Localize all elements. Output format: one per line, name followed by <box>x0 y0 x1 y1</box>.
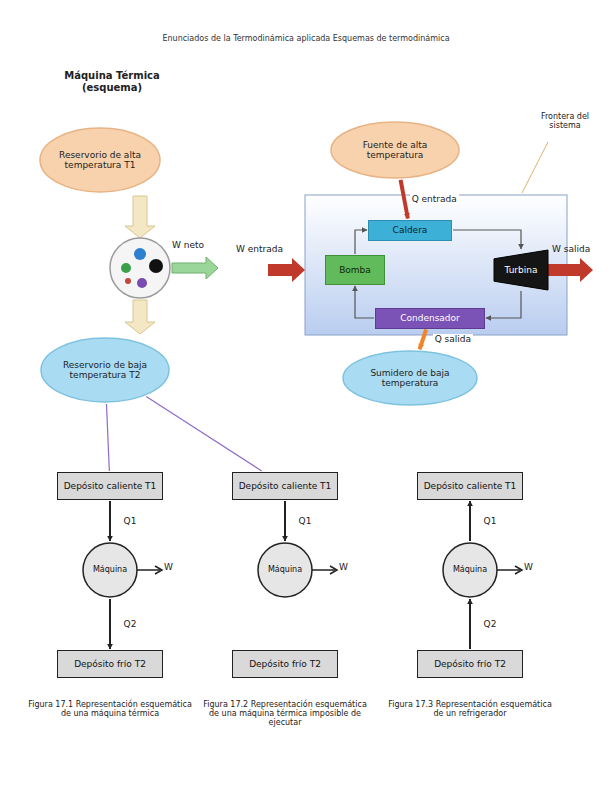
heat-reservoir-cloud: Reservorio de alta temperatura T1 <box>39 127 161 193</box>
work-label: W entrada <box>236 244 296 254</box>
heat-sink-cloud: Sumidero de baja temperatura <box>342 350 478 406</box>
node-text: Depósito caliente T1 <box>64 481 157 491</box>
engine-circle: Máquina <box>82 542 138 598</box>
heat-label: Q entrada <box>410 194 459 204</box>
connector <box>106 404 109 471</box>
node-text: Depósito frío T2 <box>249 659 321 669</box>
connector <box>420 330 427 350</box>
work-arrow <box>268 258 305 282</box>
connector <box>146 397 262 471</box>
node-text: Condensador <box>400 313 460 323</box>
node-text: Máquina <box>93 565 127 574</box>
pump-box: Bomba <box>325 255 385 285</box>
section-heading: Máquina Térmica (esquema) <box>52 70 172 93</box>
work-arrow <box>172 257 218 279</box>
system-boundary <box>305 195 567 335</box>
work-arrow <box>548 258 593 282</box>
cold-reservoir-box: Depósito frío T2 <box>232 650 338 678</box>
connector <box>284 501 286 541</box>
work-label: W <box>164 562 180 572</box>
node-text: Fuente de alta temperatura <box>348 140 442 161</box>
callout-label: Frontera del sistema <box>530 112 600 130</box>
connector <box>469 501 471 541</box>
heat-label: Q1 <box>122 516 139 526</box>
connector <box>109 501 111 541</box>
engine-circle: Máquina <box>257 542 313 598</box>
hot-reservoir-box: Depósito caliente T1 <box>57 472 163 500</box>
connector <box>401 180 408 219</box>
node-text: Máquina <box>453 565 487 574</box>
node-text: Bomba <box>339 265 371 275</box>
node-text: Máquina <box>268 565 302 574</box>
figure-caption: Figura 17.3 Representación esquemática d… <box>388 700 552 718</box>
figure-caption: Figura 17.1 Representación esquemática d… <box>28 700 192 718</box>
leader-line <box>522 142 548 193</box>
hot-reservoir-box: Depósito caliente T1 <box>417 472 523 500</box>
boiler-box: Caldera <box>368 220 452 241</box>
refrigerator-circle: Máquina <box>442 542 498 598</box>
connector <box>486 291 521 318</box>
work-label: W neto <box>172 240 222 250</box>
work-label: W <box>339 562 355 572</box>
heat-label: Q2 <box>482 619 499 629</box>
heat-label: Q2 <box>122 619 139 629</box>
connector <box>453 230 521 249</box>
heat-label: Q1 <box>297 516 314 526</box>
heat-label: Q salida <box>433 334 473 344</box>
connector <box>355 286 374 318</box>
node-text: Caldera <box>393 225 428 235</box>
work-label: W salida <box>552 244 604 254</box>
engine-illustration <box>110 196 170 334</box>
connector <box>355 230 367 254</box>
cold-reservoir-box: Depósito frío T2 <box>57 650 163 678</box>
node-text: Depósito caliente T1 <box>424 481 517 491</box>
diagram-title: Enunciados de la Termodinámica aplicada … <box>150 34 462 43</box>
heat-label: Q1 <box>482 516 499 526</box>
figure-caption: Figura 17.2 Representación esquemática d… <box>203 700 367 728</box>
connector <box>469 599 471 649</box>
node-text: Depósito caliente T1 <box>239 481 332 491</box>
heat-source-cloud: Fuente de alta temperatura <box>330 121 460 179</box>
work-arrow <box>136 566 522 574</box>
condenser-box: Condensador <box>375 308 485 329</box>
cold-reservoir-box: Depósito frío T2 <box>417 650 523 678</box>
cold-reservoir-cloud: Reservorio de baja temperatura T2 <box>40 337 170 403</box>
hot-reservoir-box: Depósito caliente T1 <box>232 472 338 500</box>
node-text: Depósito frío T2 <box>74 659 146 669</box>
node-text: Depósito frío T2 <box>434 659 506 669</box>
node-text: Turbina <box>505 265 538 275</box>
node-text: Reservorio de baja temperatura T2 <box>58 360 152 381</box>
connector <box>109 599 111 649</box>
work-label: W <box>524 562 540 572</box>
node-text: Reservorio de alta temperatura T1 <box>57 150 143 171</box>
turbine-shape: Turbina <box>494 250 548 290</box>
node-text: Sumidero de baja temperatura <box>360 368 460 389</box>
